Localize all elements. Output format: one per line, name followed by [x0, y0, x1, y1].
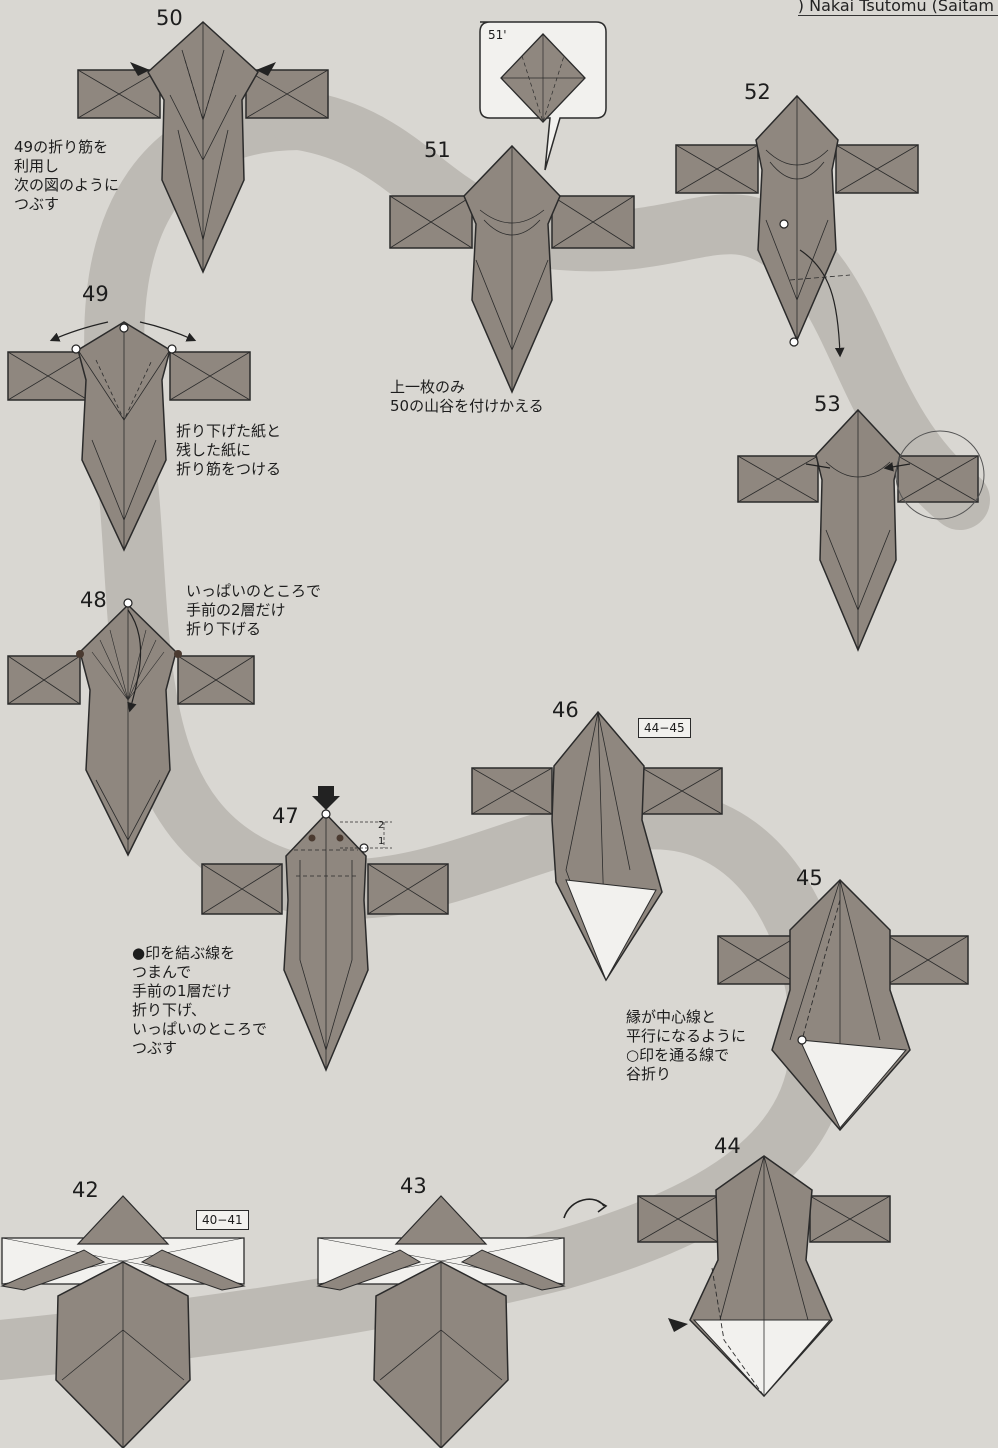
- step-51-note: 上一枚のみ 50の山谷を付けかえる: [390, 378, 544, 415]
- dot-marker-icon: [797, 1035, 807, 1045]
- step-48-note: いっぱいのところで 手前の2層だけ 折り下げる: [186, 582, 322, 638]
- swing-arrow-icon: [799, 249, 845, 358]
- dot-marker-icon: [789, 337, 799, 347]
- swing-arrow-icon: [49, 321, 109, 342]
- step-43-figure: [316, 1195, 566, 1448]
- dot-marker-icon: [119, 323, 129, 333]
- step-48-figure: [7, 598, 255, 857]
- dot-marker-icon: [336, 834, 344, 842]
- step-number: 42: [72, 1178, 99, 1202]
- reference-box: 40−41: [196, 1210, 249, 1230]
- dot-marker-icon: [167, 344, 177, 354]
- step-49-figure: [7, 321, 251, 552]
- dot-marker-icon: [76, 650, 84, 658]
- dimension-label: 2: [378, 820, 385, 831]
- step-53-figure: [737, 408, 985, 652]
- fold-arrow-icon: [127, 609, 142, 713]
- step-49-note: 折り下げた紙と 残した紙に 折り筋をつける: [176, 422, 282, 478]
- inset-label: 51': [488, 28, 507, 42]
- step-number: 44: [714, 1134, 741, 1158]
- turn-over-icon: [563, 1198, 608, 1219]
- zoom-circle: [895, 430, 985, 520]
- push-arrow-icon: [256, 62, 276, 76]
- step-47-figure: [201, 786, 449, 1072]
- dot-marker-icon: [71, 344, 81, 354]
- step-50-note: 49の折り筋を 利用し 次の図のように つぶす: [14, 138, 120, 213]
- step-number: 45: [796, 866, 823, 890]
- step-45-figure: [717, 878, 969, 1132]
- page-header: ) Nakai Tsutomu (Saitam: [797, 0, 998, 16]
- step-number: 43: [400, 1174, 427, 1198]
- step-number: 52: [744, 80, 771, 104]
- dot-marker-icon: [321, 809, 331, 819]
- step-46-figure: [471, 710, 723, 982]
- dot-marker-icon: [779, 219, 789, 229]
- step-number: 47: [272, 804, 299, 828]
- step-52-figure: [675, 94, 919, 358]
- dot-marker-icon: [308, 834, 316, 842]
- step-42-figure: [0, 1195, 246, 1448]
- step-51-figure: [389, 144, 635, 394]
- step-47-note: ●印を結ぶ線を つまんで 手前の1層だけ 折り下げ、 いっぱいのところで つぶす: [132, 944, 268, 1057]
- step-51-inset: [479, 21, 607, 171]
- step-45-note: 縁が中心線と 平行になるように ○印を通る線で 谷折り: [626, 1008, 747, 1083]
- dot-marker-icon: [123, 598, 133, 608]
- push-arrow-icon: [668, 1318, 688, 1332]
- step-number: 51: [424, 138, 451, 162]
- step-50-figure: [77, 20, 329, 274]
- reference-box: 44−45: [638, 718, 691, 738]
- swing-arrow-icon: [139, 321, 197, 342]
- dimension-label: 1: [378, 836, 385, 847]
- step-number: 46: [552, 698, 579, 722]
- push-arrow-icon: [312, 786, 340, 810]
- step-44-figure: [563, 1155, 891, 1398]
- step-number: 53: [814, 392, 841, 416]
- background-path-band-2: [270, 90, 990, 530]
- step-number: 50: [156, 6, 183, 30]
- step-number: 48: [80, 588, 107, 612]
- push-arrow-icon: [130, 62, 150, 76]
- step-number: 49: [82, 282, 109, 306]
- dot-marker-icon: [174, 650, 182, 658]
